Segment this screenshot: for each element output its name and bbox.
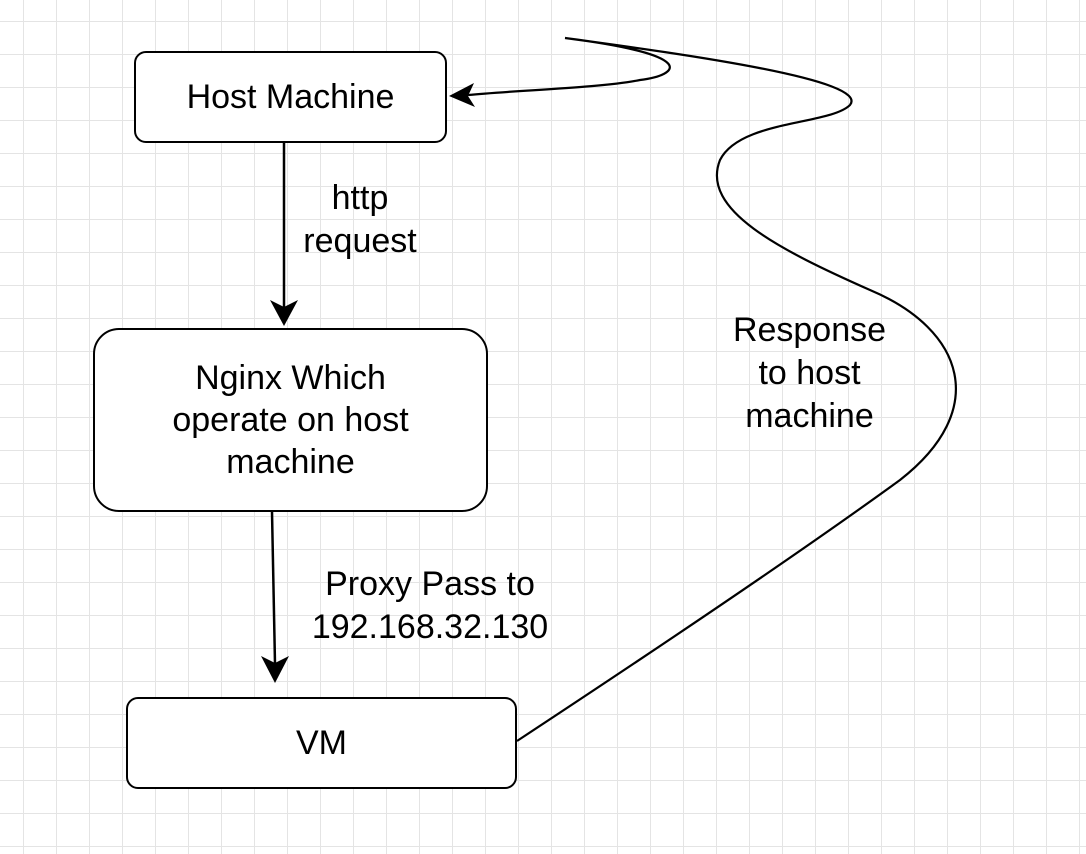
edge-label-proxy-pass: Proxy Pass to 192.168.32.130 [311, 565, 549, 646]
arrowhead-proxy-pass [261, 656, 289, 683]
arrowhead-response [449, 83, 475, 107]
edge-label-response: Response to host machine [732, 311, 887, 435]
edge-proxy-pass [270, 511, 277, 665]
node-host-machine[interactable]: Host Machine [134, 51, 447, 143]
edge-response [467, 36, 957, 742]
node-vm[interactable]: VM [126, 697, 517, 789]
edge-label-http-request: http request [303, 179, 417, 260]
arrowhead-http-request [270, 300, 298, 326]
node-nginx[interactable]: Nginx Which operate on host machine [93, 328, 488, 512]
